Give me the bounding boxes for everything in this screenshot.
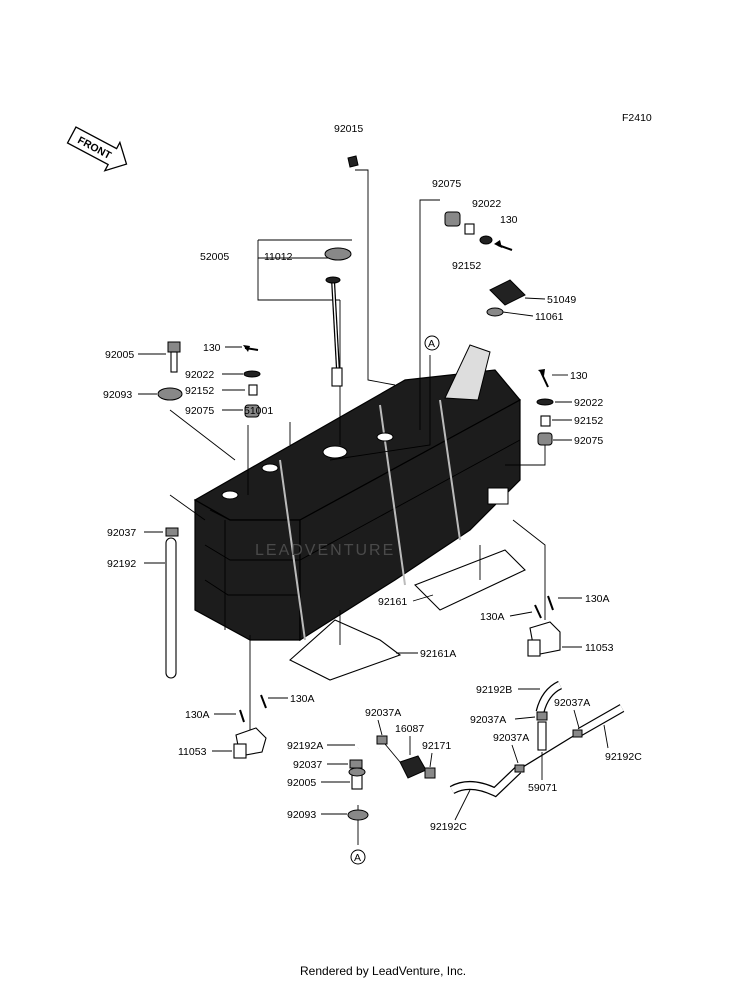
hose-group	[449, 680, 625, 798]
fuel-tank: LEADVENTURE	[193, 344, 521, 642]
label-52005: 52005	[200, 251, 229, 263]
label-92037a-1: 92037A	[365, 707, 401, 719]
label-11012: 11012	[264, 251, 293, 263]
figure-code: F2410	[622, 112, 652, 124]
ref-marker-a-top-text: A	[428, 338, 435, 350]
label-130a-right-2: 130A	[480, 611, 505, 623]
bracket-11053-right	[527, 595, 561, 657]
left-fasteners	[157, 341, 261, 418]
label-92075-right: 92075	[574, 435, 603, 447]
clip-92015	[347, 155, 359, 168]
label-92022-top: 92022	[472, 198, 501, 210]
label-92005-left: 92005	[105, 349, 134, 361]
ref-marker-a-top: A	[424, 335, 440, 351]
label-51049: 51049	[547, 294, 576, 306]
heat-insulator-92161	[414, 549, 526, 611]
label-92192a: 92192A	[287, 740, 323, 752]
label-92022-left: 92022	[185, 369, 214, 381]
label-92037a-3: 92037A	[470, 714, 506, 726]
label-92171: 92171	[422, 740, 451, 752]
label-92192b: 92192B	[476, 684, 512, 696]
label-16087: 16087	[395, 723, 424, 735]
label-92152-right: 92152	[574, 415, 603, 427]
label-92192c-bottom: 92192C	[430, 821, 467, 833]
label-92075-top: 92075	[432, 178, 461, 190]
label-11053-left: 11053	[178, 746, 207, 758]
label-92152-top: 92152	[452, 260, 481, 272]
label-92075-left: 92075	[185, 405, 214, 417]
ref-marker-a-bottom: A	[350, 849, 366, 865]
label-92093-left: 92093	[103, 389, 132, 401]
heat-insulator-92161A	[289, 619, 402, 681]
label-92022-right: 92022	[574, 397, 603, 409]
front-arrow-icon: FRONT	[66, 126, 128, 172]
label-92037a-4: 92037A	[493, 732, 529, 744]
label-130-top: 130	[500, 214, 518, 226]
ref-marker-a-bottom-text: A	[354, 852, 361, 864]
fuel-gauge-assembly	[324, 247, 352, 387]
label-92161a: 92161A	[420, 648, 456, 660]
right-fasteners	[536, 369, 554, 446]
label-59071: 59071	[528, 782, 557, 794]
label-92037a-2: 92037A	[554, 697, 590, 709]
breather-hose-92192	[165, 527, 179, 679]
label-92093-bottom: 92093	[287, 809, 316, 821]
label-92152-left: 92152	[185, 385, 214, 397]
bracket-11053-left	[233, 694, 267, 759]
fuel-filter-assembly	[347, 735, 436, 821]
label-130-right: 130	[570, 370, 588, 382]
mount-parts-top	[444, 211, 513, 251]
label-130-left: 130	[203, 342, 221, 354]
label-130a-left-1: 130A	[290, 693, 315, 705]
footer-credit: Rendered by LeadVenture, Inc.	[300, 964, 466, 978]
label-11061: 11061	[535, 311, 564, 323]
watermark: LEADVENTURE	[255, 542, 395, 559]
label-51001: 51001	[244, 405, 273, 417]
label-130a-left-2: 130A	[185, 709, 210, 721]
label-92037-left: 92037	[107, 527, 136, 539]
label-92192c-right: 92192C	[605, 751, 642, 763]
label-92161: 92161	[378, 596, 407, 608]
label-92037-bottom: 92037	[293, 759, 322, 771]
label-130a-right-1: 130A	[585, 593, 610, 605]
label-92192-left: 92192	[107, 558, 136, 570]
label-92015: 92015	[334, 123, 363, 135]
label-92005-bottom: 92005	[287, 777, 316, 789]
fuel-cap	[486, 279, 526, 317]
label-11053-right: 11053	[585, 642, 614, 654]
